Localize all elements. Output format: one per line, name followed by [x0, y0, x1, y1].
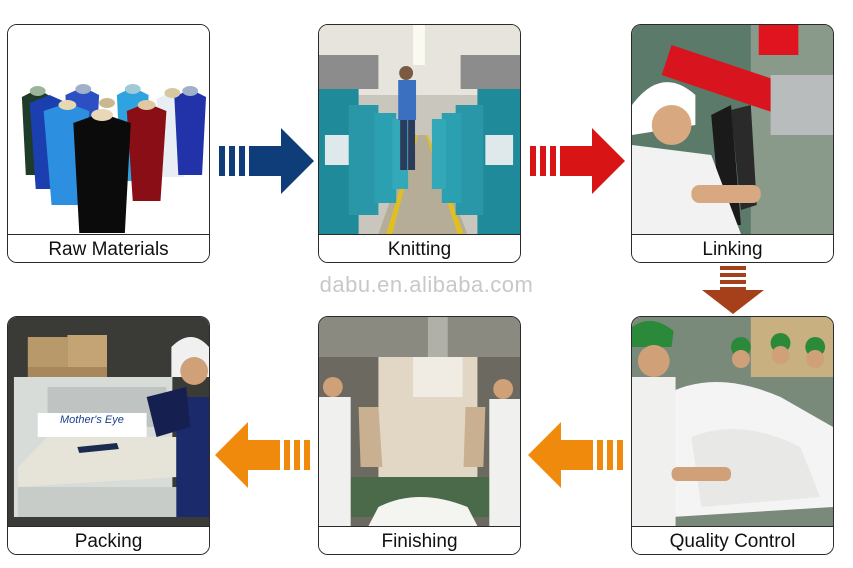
step-card-linking: Linking	[631, 24, 834, 263]
quality-control-photo	[632, 317, 833, 526]
arrow-right-icon	[219, 128, 314, 194]
finishing-machine-photo	[319, 317, 520, 526]
watermark-text: dabu.en.alibaba.com	[319, 272, 534, 297]
arrow-left-icon	[528, 422, 623, 488]
step-label: Raw Materials	[8, 234, 209, 262]
step-card-raw-materials: Raw Materials	[7, 24, 210, 263]
step-label: Quality Control	[632, 526, 833, 554]
arrow-left-icon	[215, 422, 310, 488]
step-label: Packing	[8, 526, 209, 554]
step-card-packing: Mother's Eye Packing	[7, 316, 210, 555]
step-card-quality-control: Quality Control	[631, 316, 834, 555]
step-label: Finishing	[319, 526, 520, 554]
step-card-knitting: Knitting	[318, 24, 521, 263]
arrow-down-icon	[700, 266, 766, 314]
linking-worker-photo	[632, 25, 833, 234]
packing-machine-photo: Mother's Eye	[8, 317, 209, 526]
step-label: Knitting	[319, 234, 520, 262]
knitting-factory-photo	[319, 25, 520, 234]
arrow-right-icon	[530, 128, 625, 194]
step-label: Linking	[632, 234, 833, 262]
machine-sign: Mother's Eye	[60, 414, 124, 426]
step-card-finishing: Finishing	[318, 316, 521, 555]
yarn-cones-photo	[8, 25, 209, 234]
